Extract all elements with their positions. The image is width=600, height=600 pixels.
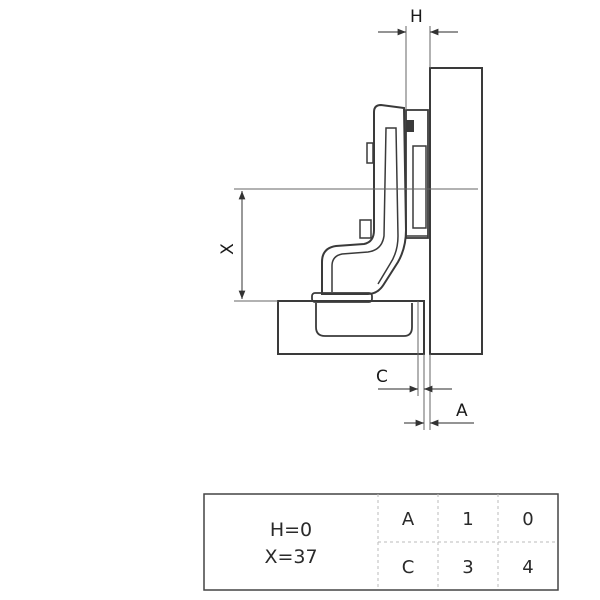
table-row-label-c: C: [402, 557, 415, 578]
adjust-screw-small: [366, 142, 374, 164]
h-label: H: [410, 7, 423, 27]
table-border: [203, 493, 559, 591]
table-cell-a-2: 0: [522, 509, 533, 530]
spec-table: H=0 X=37 A 1 0 C 3 4: [203, 493, 559, 591]
table-cell-c-1: 3: [462, 557, 473, 578]
hinge-arm: [321, 103, 408, 295]
adjust-screw-top: [406, 120, 414, 132]
hinge-arm-inner: [331, 127, 399, 292]
mounting-plate-inner: [412, 145, 427, 229]
cabinet-side-panel: [429, 67, 483, 355]
table-cell-c-2: 4: [522, 557, 533, 578]
adjust-screw-lower: [359, 219, 372, 239]
table-param-h: H=0: [270, 519, 312, 541]
table-row-label-a: A: [402, 509, 415, 530]
mounting-plate: [405, 109, 429, 239]
x-label: X: [218, 243, 238, 255]
a-label: A: [456, 401, 468, 421]
table-cell-a-1: 1: [462, 509, 473, 530]
hinge-cup: [315, 303, 413, 337]
c-label: C: [376, 367, 388, 387]
table-param-x: X=37: [264, 546, 317, 568]
door-panel: [277, 300, 425, 355]
